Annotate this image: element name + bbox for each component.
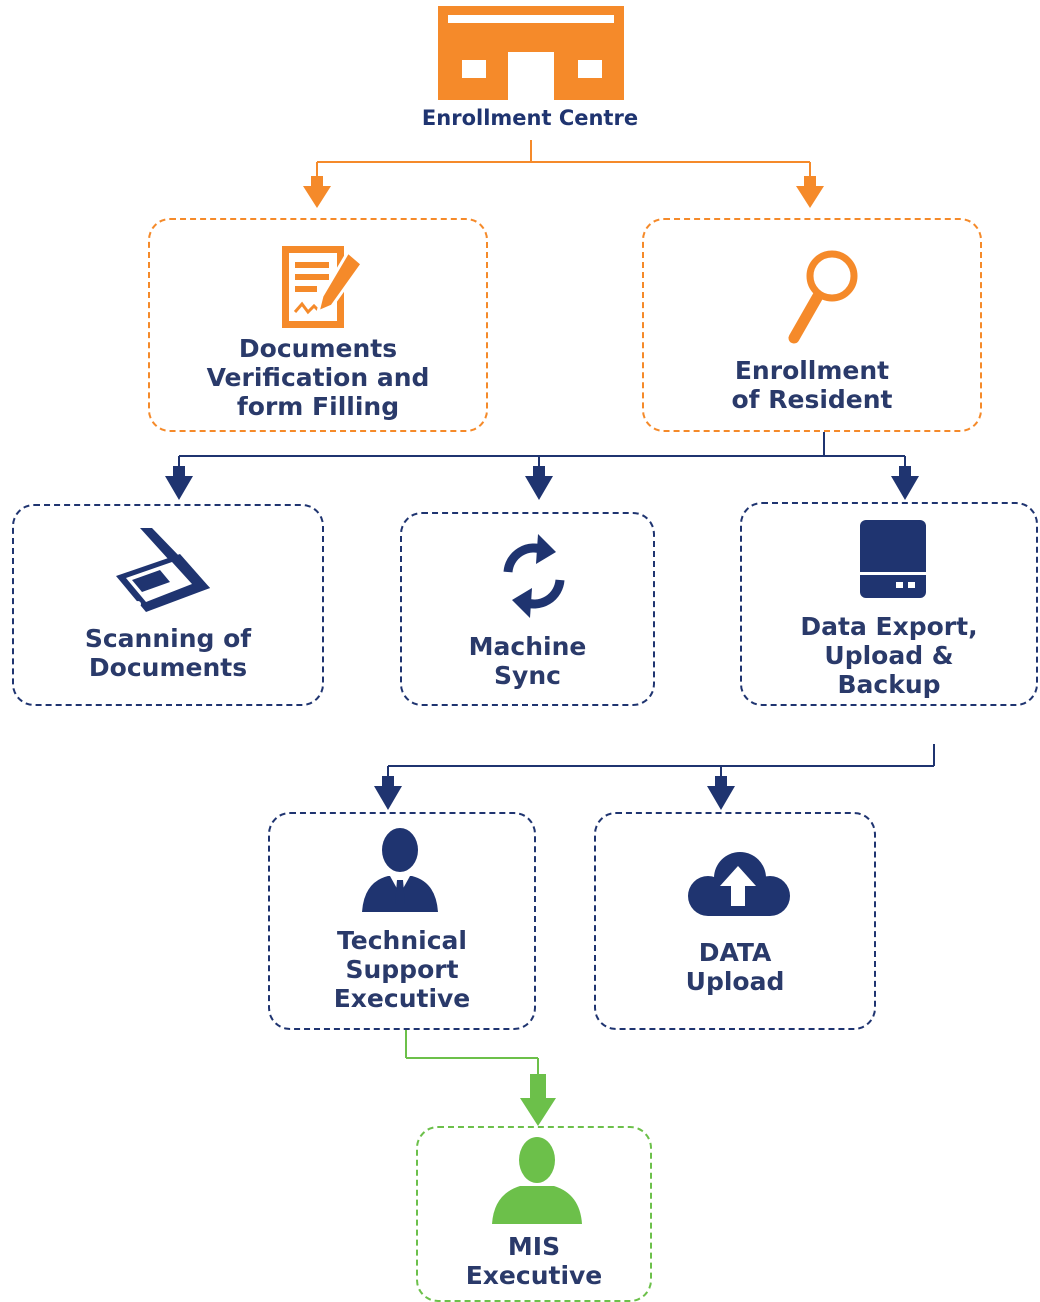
- technical-support-node: Technical Support Executive: [268, 812, 536, 1030]
- connector-level1-to-level2: [165, 432, 919, 500]
- executive-user-icon: [362, 828, 438, 912]
- user-icon: [492, 1137, 582, 1224]
- data-upload-node: DATA Upload: [594, 812, 876, 1030]
- connector-level2-to-level3: [374, 744, 935, 810]
- data-export-label: Data Export, Upload & Backup: [800, 612, 978, 699]
- enrollment-centre-label: Enrollment Centre: [421, 106, 639, 130]
- machine-sync-label: Machine Sync: [468, 632, 587, 690]
- form-edit-icon: [282, 246, 365, 328]
- mis-executive-node: MIS Executive: [416, 1126, 652, 1302]
- building-icon: [438, 6, 624, 100]
- data-upload-label: DATA Upload: [685, 938, 785, 996]
- sync-icon: [503, 534, 565, 618]
- cloud-upload-icon: [688, 852, 790, 916]
- connector-root-to-level1: [303, 140, 824, 208]
- connector-level3-to-level4: [405, 1030, 556, 1126]
- enrollment-of-resident-label: Enrollment of Resident: [731, 356, 893, 414]
- scanning-documents-label: Scanning of Documents: [84, 624, 252, 682]
- machine-sync-node: Machine Sync: [400, 512, 655, 706]
- documents-verification-label: Documents Verification and form Filling: [206, 334, 430, 421]
- magnifier-icon: [788, 250, 858, 344]
- documents-verification-node: Documents Verification and form Filling: [148, 218, 488, 432]
- technical-support-label: Technical Support Executive: [333, 926, 471, 1013]
- scanning-documents-node: Scanning of Documents: [12, 504, 324, 706]
- hard-drive-icon: [860, 520, 926, 598]
- mis-executive-label: MIS Executive: [465, 1232, 603, 1290]
- data-export-node: Data Export, Upload & Backup: [740, 502, 1038, 706]
- enrollment-of-resident-node: Enrollment of Resident: [642, 218, 982, 432]
- scanner-icon: [116, 528, 210, 612]
